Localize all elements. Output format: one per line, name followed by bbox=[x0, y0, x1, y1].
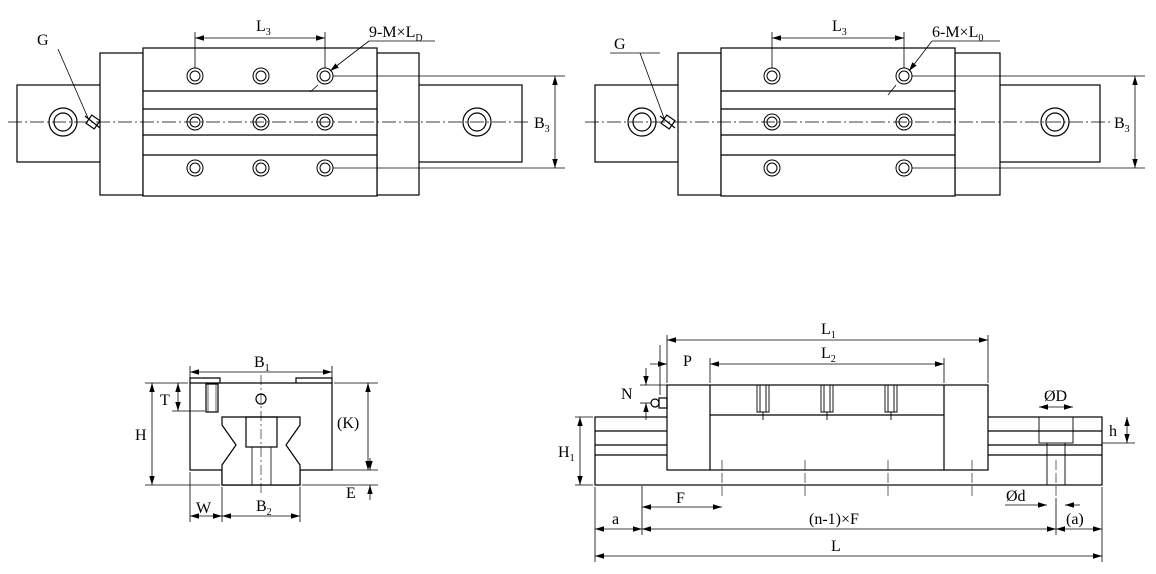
block-side bbox=[666, 384, 989, 471]
label-d: Ød bbox=[1006, 488, 1026, 505]
label-a: a bbox=[612, 511, 619, 528]
label-hole-callout: 9-M×LD bbox=[369, 24, 423, 44]
label-l3: L3 bbox=[832, 18, 847, 38]
label-a-paren: (a) bbox=[1066, 511, 1084, 528]
label-od: ØD bbox=[1044, 388, 1067, 405]
side-view bbox=[575, 335, 1135, 562]
label-b3: B3 bbox=[1114, 115, 1130, 135]
grease-nipple-icon bbox=[659, 114, 676, 130]
label-n: N bbox=[621, 386, 633, 403]
grease-nipple-icon bbox=[650, 397, 668, 409]
label-l1: L1 bbox=[821, 321, 836, 341]
label-b3: B3 bbox=[534, 115, 550, 135]
top-left-labels: L3 9-M×LD G B3 bbox=[37, 18, 550, 135]
label-l3: L3 bbox=[256, 18, 271, 38]
label-p: P bbox=[683, 353, 692, 370]
top-right-labels: L3 6-M×L0 G B3 bbox=[614, 18, 1130, 135]
label-grease: G bbox=[37, 32, 49, 49]
label-t: T bbox=[160, 392, 170, 409]
label-nf: (n-1)×F bbox=[809, 511, 859, 528]
label-h1: H1 bbox=[558, 444, 575, 464]
label-h-small: h bbox=[1109, 423, 1117, 440]
label-e: E bbox=[346, 485, 356, 502]
mounting-holes bbox=[763, 67, 913, 177]
tapped-holes bbox=[756, 385, 898, 420]
side-view-labels: L1 L2 P N H1 ØD h F Ød a (n-1)×F (a) L bbox=[558, 321, 1117, 555]
label-f: F bbox=[676, 490, 685, 507]
label-l2: L2 bbox=[821, 345, 836, 365]
rail-hole bbox=[1040, 107, 1070, 137]
label-b2: B2 bbox=[256, 498, 272, 518]
label-k: (K) bbox=[337, 415, 359, 432]
label-h: H bbox=[135, 427, 147, 444]
end-cap-left bbox=[677, 52, 722, 196]
end-view-labels: B1 T H (K) E W B2 bbox=[135, 354, 359, 518]
end-view bbox=[145, 366, 378, 522]
end-cap-right bbox=[376, 52, 420, 196]
top-right-view bbox=[585, 32, 1145, 197]
label-b1: B1 bbox=[254, 354, 270, 374]
rail-hole bbox=[462, 107, 492, 137]
label-l: L bbox=[831, 538, 841, 555]
top-left-view bbox=[8, 32, 565, 197]
label-w: W bbox=[196, 500, 212, 517]
label-grease: G bbox=[614, 36, 626, 53]
end-cap-right bbox=[954, 52, 1001, 196]
label-hole-callout: 6-M×L0 bbox=[932, 24, 983, 44]
end-cap-left bbox=[99, 52, 144, 196]
grease-nipple-icon bbox=[84, 114, 101, 130]
